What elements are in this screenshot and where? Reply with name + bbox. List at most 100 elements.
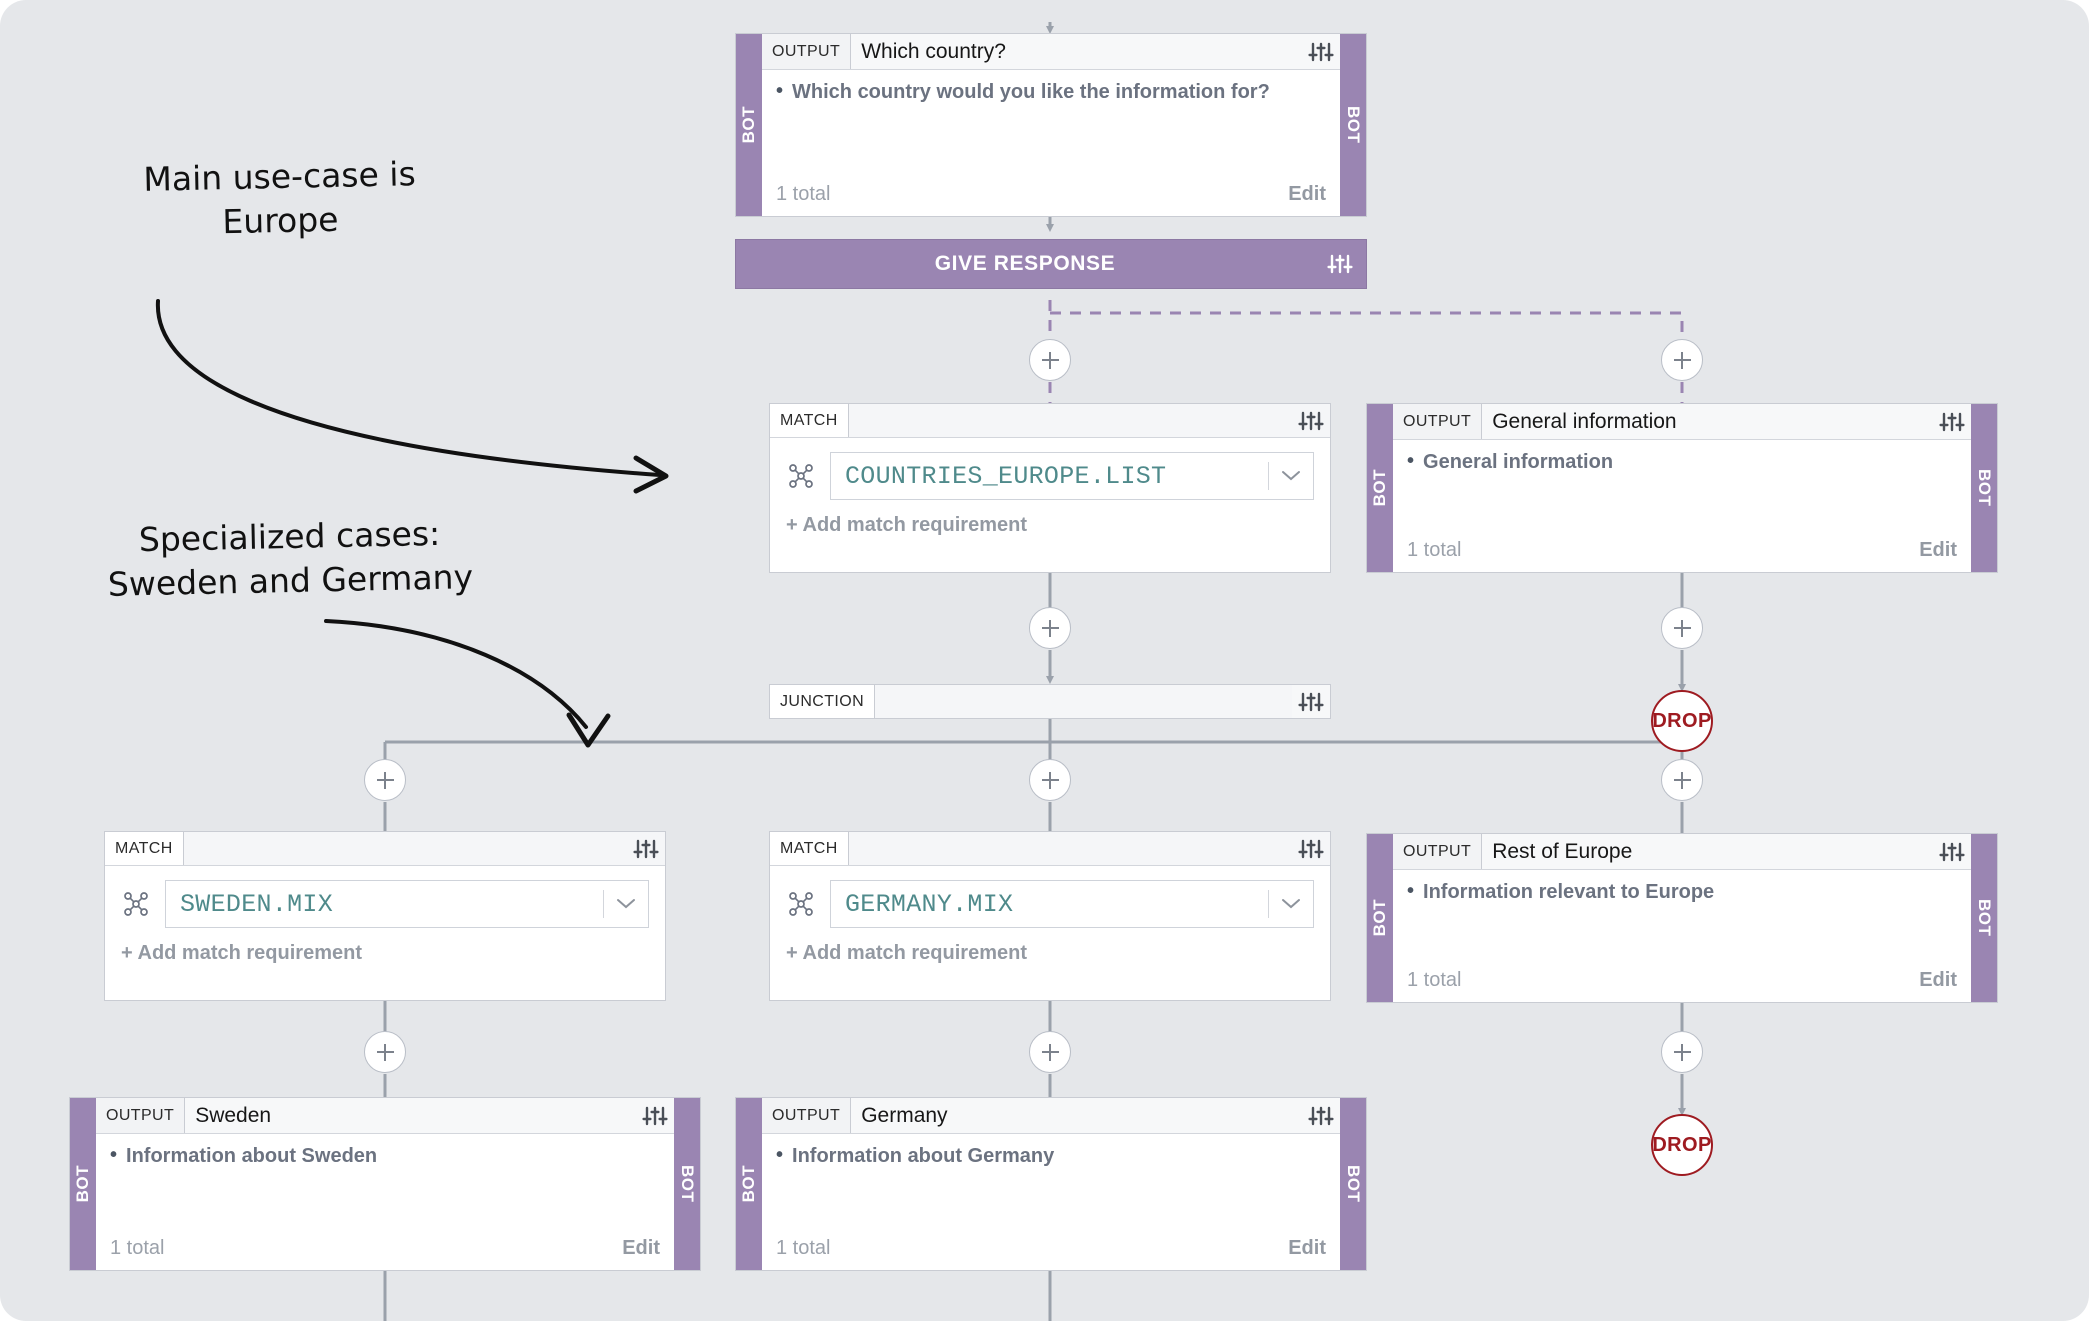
add-step-button-before-drop-europe[interactable] (1661, 1031, 1703, 1073)
add-step-button-europe-branch[interactable] (1029, 339, 1071, 381)
output-header: OUTPUT General information (1393, 404, 1971, 440)
output-item-list: • Which country would you like the infor… (762, 70, 1340, 183)
add-match-requirement-link[interactable]: + Add match requirement (786, 514, 1027, 536)
edit-link[interactable]: Edit (1288, 183, 1326, 205)
match-body: GERMANY.MIX (770, 866, 1330, 928)
edit-link[interactable]: Edit (622, 1237, 660, 1259)
sliders-icon[interactable] (1933, 404, 1971, 439)
match-value-select[interactable]: GERMANY.MIX (830, 880, 1314, 928)
list-item: • General information (1407, 451, 1959, 474)
header-fill (183, 832, 627, 865)
sliders-icon[interactable] (1292, 685, 1330, 718)
node-title[interactable]: Which country? (851, 34, 1302, 69)
sliders-icon[interactable] (636, 1098, 674, 1133)
sliders-icon[interactable] (1314, 254, 1366, 274)
edit-link[interactable]: Edit (1919, 539, 1957, 561)
output-body: OUTPUT Rest of Europe • Information rele… (1393, 834, 1971, 1002)
add-step-button-before-output-germany[interactable] (1029, 1031, 1071, 1073)
match-node-sweden[interactable]: MATCH SWEDEN.MIX (105, 832, 665, 1000)
bullet-dot: • (776, 80, 784, 102)
node-title[interactable]: Sweden (185, 1098, 636, 1133)
bot-rail-right: BOT (1340, 34, 1366, 216)
node-type-tag: MATCH (770, 404, 849, 437)
annotation-main-use-case: Main use-case is Europe (143, 154, 417, 241)
output-node-which-country[interactable]: BOT OUTPUT Which country? • Which countr… (736, 34, 1366, 216)
match-node-germany[interactable]: MATCH GERMANY.MIX (770, 832, 1330, 1000)
output-node-general-information[interactable]: BOT OUTPUT General information • General… (1367, 404, 1997, 572)
list-item-label: Information about Sweden (126, 1145, 378, 1167)
add-step-button-rest-europe-branch[interactable] (1661, 759, 1703, 801)
chevron-down-icon[interactable] (604, 898, 648, 910)
match-value: SWEDEN.MIX (180, 889, 334, 919)
output-header: OUTPUT Germany (762, 1098, 1340, 1134)
node-type-tag: OUTPUT (762, 34, 852, 69)
junction-node[interactable]: JUNCTION (770, 685, 1330, 718)
output-body: OUTPUT Sweden • Information about Sweden… (96, 1098, 674, 1270)
bot-rail-right: BOT (674, 1098, 700, 1270)
add-step-button-sweden-branch[interactable] (364, 759, 406, 801)
edit-link[interactable]: Edit (1919, 969, 1957, 991)
match-value: COUNTRIES_EUROPE.LIST (845, 461, 1167, 491)
select-divider (1268, 890, 1269, 918)
select-divider (603, 890, 604, 918)
chevron-down-icon[interactable] (1269, 898, 1313, 910)
output-node-germany[interactable]: BOT OUTPUT Germany • Information about G… (736, 1098, 1366, 1270)
sliders-icon[interactable] (627, 832, 665, 865)
add-step-button-before-junction[interactable] (1029, 607, 1071, 649)
sliders-icon[interactable] (1302, 1098, 1340, 1133)
node-type-tag: OUTPUT (96, 1098, 186, 1133)
total-count: 1 total (1407, 969, 1462, 991)
list-item-label: General information (1423, 451, 1614, 473)
add-match-requirement-link[interactable]: + Add match requirement (786, 942, 1027, 964)
bullet-dot: • (110, 1144, 118, 1166)
output-item-list: • General information (1393, 440, 1971, 539)
match-value: GERMANY.MIX (845, 889, 1014, 919)
add-step-button-germany-branch[interactable] (1029, 759, 1071, 801)
sliders-icon[interactable] (1302, 34, 1340, 69)
match-header: MATCH (770, 832, 1330, 866)
sliders-icon[interactable] (1292, 832, 1330, 865)
mix-node-icon (786, 463, 816, 489)
edit-link[interactable]: Edit (1288, 1237, 1326, 1259)
bot-rail-left: BOT (1367, 404, 1393, 572)
drop-node-europe[interactable]: DROP (1651, 1114, 1713, 1176)
node-title[interactable]: Rest of Europe (1482, 834, 1933, 869)
sliders-icon[interactable] (1292, 404, 1330, 437)
output-footer: 1 total Edit (96, 1237, 674, 1270)
total-count: 1 total (776, 183, 831, 205)
bot-rail-right: BOT (1971, 404, 1997, 572)
output-node-sweden[interactable]: BOT OUTPUT Sweden • Information about Sw… (70, 1098, 700, 1270)
total-count: 1 total (1407, 539, 1462, 561)
drop-node-general[interactable]: DROP (1651, 690, 1713, 752)
add-step-button-before-drop-general[interactable] (1661, 607, 1703, 649)
match-node-countries-europe[interactable]: MATCH COUNTRIES_EUROPE.LIST (770, 404, 1330, 572)
output-node-rest-of-europe[interactable]: BOT OUTPUT Rest of Europe • Information … (1367, 834, 1997, 1002)
output-body: OUTPUT Which country? • Which country wo… (762, 34, 1340, 216)
add-step-button-before-output-sweden[interactable] (364, 1031, 406, 1073)
mix-node-icon (786, 891, 816, 917)
list-item: • Information relevant to Europe (1407, 881, 1959, 904)
give-response-label: GIVE RESPONSE (934, 252, 1116, 275)
add-match-requirement-link[interactable]: + Add match requirement (121, 942, 362, 964)
output-header: OUTPUT Sweden (96, 1098, 674, 1134)
node-title[interactable]: General information (1482, 404, 1933, 439)
node-title[interactable]: Germany (851, 1098, 1302, 1133)
bot-rail-right: BOT (1971, 834, 1997, 1002)
list-item: • Information about Germany (776, 1145, 1328, 1168)
drop-label: DROP (1652, 709, 1712, 732)
sliders-icon[interactable] (1933, 834, 1971, 869)
chevron-down-icon[interactable] (1269, 470, 1313, 482)
match-body: COUNTRIES_EUROPE.LIST (770, 438, 1330, 500)
bot-rail-right: BOT (1340, 1098, 1366, 1270)
match-header: MATCH (105, 832, 665, 866)
list-item-label: Which country would you like the informa… (792, 81, 1270, 103)
add-step-button-general-branch[interactable] (1661, 339, 1703, 381)
header-fill (848, 404, 1292, 437)
match-value-select[interactable]: SWEDEN.MIX (165, 880, 649, 928)
node-type-tag: JUNCTION (770, 685, 876, 718)
output-item-list: • Information relevant to Europe (1393, 870, 1971, 969)
node-type-tag: MATCH (105, 832, 184, 865)
match-value-select[interactable]: COUNTRIES_EUROPE.LIST (830, 452, 1314, 500)
give-response-bar[interactable]: GIVE RESPONSE (736, 240, 1366, 288)
